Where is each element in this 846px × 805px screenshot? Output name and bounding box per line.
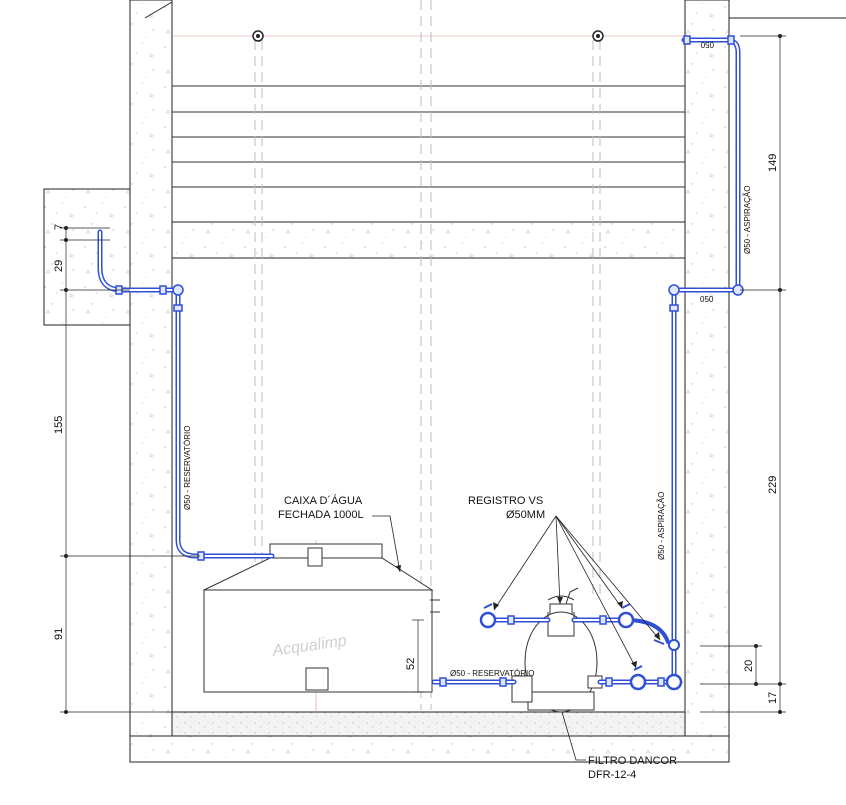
upper-slab xyxy=(171,221,686,259)
valve-label-line1: REGISTRO VS xyxy=(468,495,543,507)
valve-label-line2: Ø50MM xyxy=(506,509,545,521)
dim-155: 155 xyxy=(53,416,65,434)
valve-bottom xyxy=(629,665,647,691)
leader-arrows xyxy=(396,565,660,668)
valve-corner xyxy=(653,639,683,691)
pipe-label-reservatorio-horizontal: Ø50 - RESERVATÓRIO xyxy=(450,669,534,678)
valve-right xyxy=(617,603,635,629)
sand-filter xyxy=(511,587,603,713)
dim-17: 17 xyxy=(767,692,779,704)
left-ledge xyxy=(43,188,131,326)
tank-label-line1: CAIXA D´ÁGUA xyxy=(284,494,363,507)
pipe-tag-mid: 050 xyxy=(700,295,714,304)
water-tank xyxy=(203,543,440,693)
dim-20: 20 xyxy=(743,660,755,672)
left-wall xyxy=(129,0,173,763)
dim-91: 91 xyxy=(53,628,65,640)
right-wall xyxy=(684,0,730,763)
valve-left xyxy=(479,603,497,629)
guides xyxy=(254,0,601,710)
leaders xyxy=(372,515,661,761)
pipe-label-aspiracao-right: Ø50 - ASPIRAÇÃO xyxy=(743,186,752,254)
floor-slab xyxy=(171,711,686,737)
filter-label-line1: FILTRO DANCOR xyxy=(588,755,677,767)
top-drain-right xyxy=(592,30,604,42)
dim-7: 7 xyxy=(53,224,65,230)
pool-lines xyxy=(172,85,685,188)
dimension-ticks xyxy=(64,34,782,714)
dim-229: 229 xyxy=(767,476,779,494)
pipe-label-reservatorio-vertical: Ø50 - RESERVATÓRIO xyxy=(183,426,192,510)
dim-52: 52 xyxy=(405,658,417,670)
base-slab xyxy=(129,735,730,763)
dim-29: 29 xyxy=(53,260,65,272)
pipe-tag-top: 050 xyxy=(700,40,714,49)
top-drain-left xyxy=(252,30,264,42)
dimension-lines xyxy=(60,35,786,713)
pipe-label-aspiracao-left: Ø50 - ASPIRAÇÃO xyxy=(657,492,666,560)
dim-149: 149 xyxy=(767,154,779,172)
tank-label-line2: FECHADA 1000L xyxy=(278,509,364,521)
structure xyxy=(43,0,846,763)
filter-label-line2: DFR-12-4 xyxy=(588,769,636,781)
